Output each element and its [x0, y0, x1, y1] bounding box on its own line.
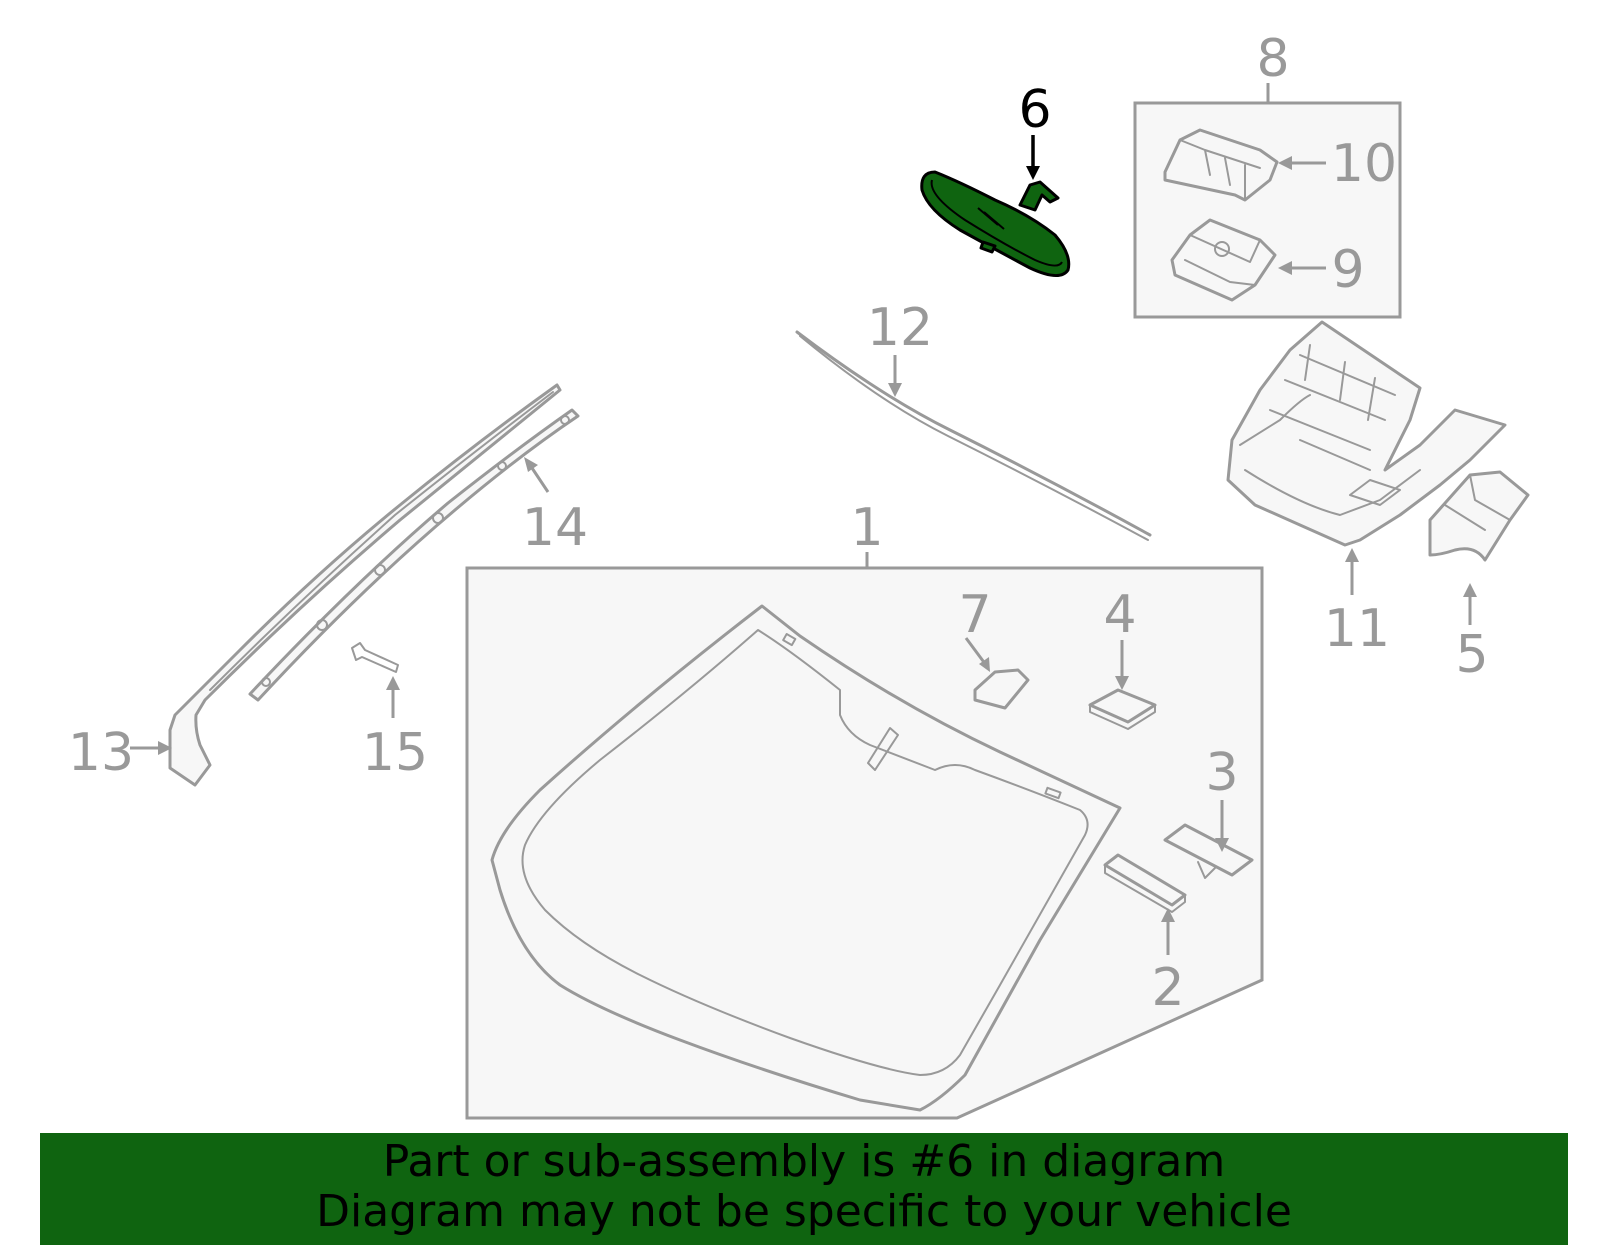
part-14-moulding[interactable] — [248, 408, 580, 702]
banner-line-1: Part or sub-assembly is #6 in diagram — [382, 1136, 1226, 1187]
callout-6[interactable]: 6 — [1018, 80, 1051, 140]
part-8-box — [1133, 101, 1402, 319]
callout-13[interactable]: 13 — [68, 723, 134, 783]
callout-7[interactable]: 7 — [958, 585, 991, 645]
callout-4[interactable]: 4 — [1103, 585, 1136, 645]
callout-10[interactable]: 10 — [1331, 134, 1397, 194]
windshield-glass[interactable] — [490, 604, 1122, 1112]
part-11-overhead-console[interactable] — [1226, 320, 1507, 547]
callout-14[interactable]: 14 — [522, 498, 588, 558]
callout-9[interactable]: 9 — [1331, 240, 1364, 300]
callout-8[interactable]: 8 — [1256, 29, 1289, 89]
callout-12[interactable]: 12 — [867, 298, 933, 358]
part-9-housing[interactable] — [1170, 218, 1277, 302]
part-10-housing[interactable] — [1163, 128, 1279, 202]
callout-15[interactable]: 15 — [362, 723, 428, 783]
banner-line-2: Diagram may not be specific to your vehi… — [316, 1186, 1292, 1237]
part-4-pad[interactable] — [1088, 688, 1157, 730]
callout-5[interactable]: 5 — [1455, 625, 1488, 685]
callout-3[interactable]: 3 — [1205, 743, 1238, 803]
part-2-bracket[interactable] — [1103, 853, 1187, 913]
part-6-rearview-mirror[interactable] — [920, 170, 1071, 277]
callout-1[interactable]: 1 — [850, 498, 883, 558]
callout-2[interactable]: 2 — [1151, 958, 1184, 1018]
part-3-bracket[interactable] — [1163, 823, 1254, 879]
part-13-pillar-trim[interactable] — [168, 383, 562, 787]
info-banner: Part or sub-assembly is #6 in diagram Di… — [40, 1133, 1568, 1245]
part-7-sensor-cover[interactable] — [973, 668, 1030, 710]
part-12-moulding[interactable] — [795, 330, 1152, 541]
callout-11[interactable]: 11 — [1324, 599, 1390, 659]
part-5-bracket[interactable] — [1428, 470, 1530, 562]
part-15-clip[interactable] — [351, 642, 399, 673]
